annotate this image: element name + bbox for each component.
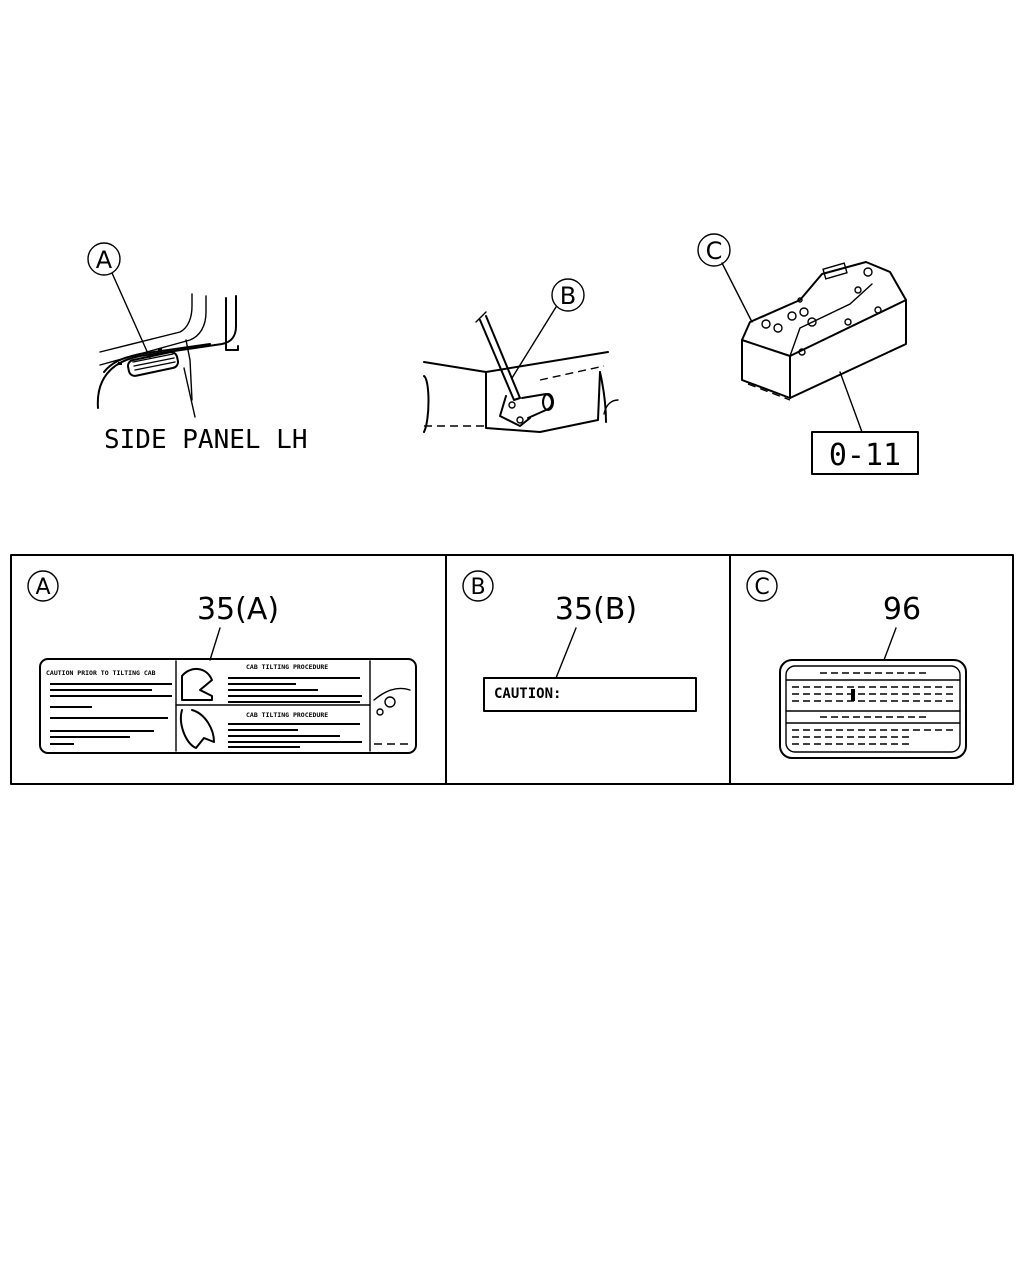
reference-box — [811, 431, 919, 475]
label-35a-text-2: CAB TILTING PROCEDURE — [246, 663, 328, 671]
panel-a-letter-circle — [27, 570, 59, 602]
panel-b-letter: B — [470, 575, 485, 600]
panel-a: A 35(A) CAUTION PRIOR TO TILTING CAB CAB… — [27, 570, 417, 754]
label-35a-text-3: CAB TILTING PROCEDURE — [246, 711, 328, 719]
label-35a — [39, 658, 417, 754]
panel-b: B 35(B) CAUTION: — [462, 570, 697, 712]
panel-a-letter: A — [35, 575, 50, 600]
callout-c-circle — [697, 233, 731, 267]
fuse-box-illustration: C 0-11 — [697, 233, 919, 475]
callout-b-label: B — [560, 282, 576, 310]
tilt-bracket-illustration: B — [423, 278, 619, 433]
callout-c-label: C — [706, 237, 723, 265]
panel-c: C 96 — [746, 570, 967, 759]
panels-frame — [10, 554, 1014, 785]
step-grip — [126, 351, 180, 377]
label-35b — [483, 677, 697, 712]
side-panel-label: SIDE PANEL LH — [104, 425, 308, 455]
label-96 — [779, 659, 967, 759]
callout-a-label: A — [96, 246, 113, 274]
side-panel-illustration: A SIDE PANEL LH — [87, 242, 308, 455]
panel-c-part-number: 96 — [883, 592, 921, 627]
panel-a-part-number: 35(A) — [197, 592, 279, 627]
label-35a-text-1: CAUTION PRIOR TO TILTING CAB — [46, 669, 156, 677]
reference-box-label: 0-11 — [829, 438, 901, 473]
panel-b-letter-circle — [462, 570, 494, 602]
callout-a-circle — [87, 242, 121, 276]
callout-b-circle — [551, 278, 585, 312]
panel-b-part-number: 35(B) — [555, 592, 637, 627]
panel-c-letter-circle — [746, 570, 778, 602]
label-panels: A 35(A) CAUTION PRIOR TO TILTING CAB CAB… — [10, 554, 1014, 785]
panel-c-letter: C — [754, 575, 769, 600]
label-35b-text: CAUTION: — [494, 686, 561, 702]
